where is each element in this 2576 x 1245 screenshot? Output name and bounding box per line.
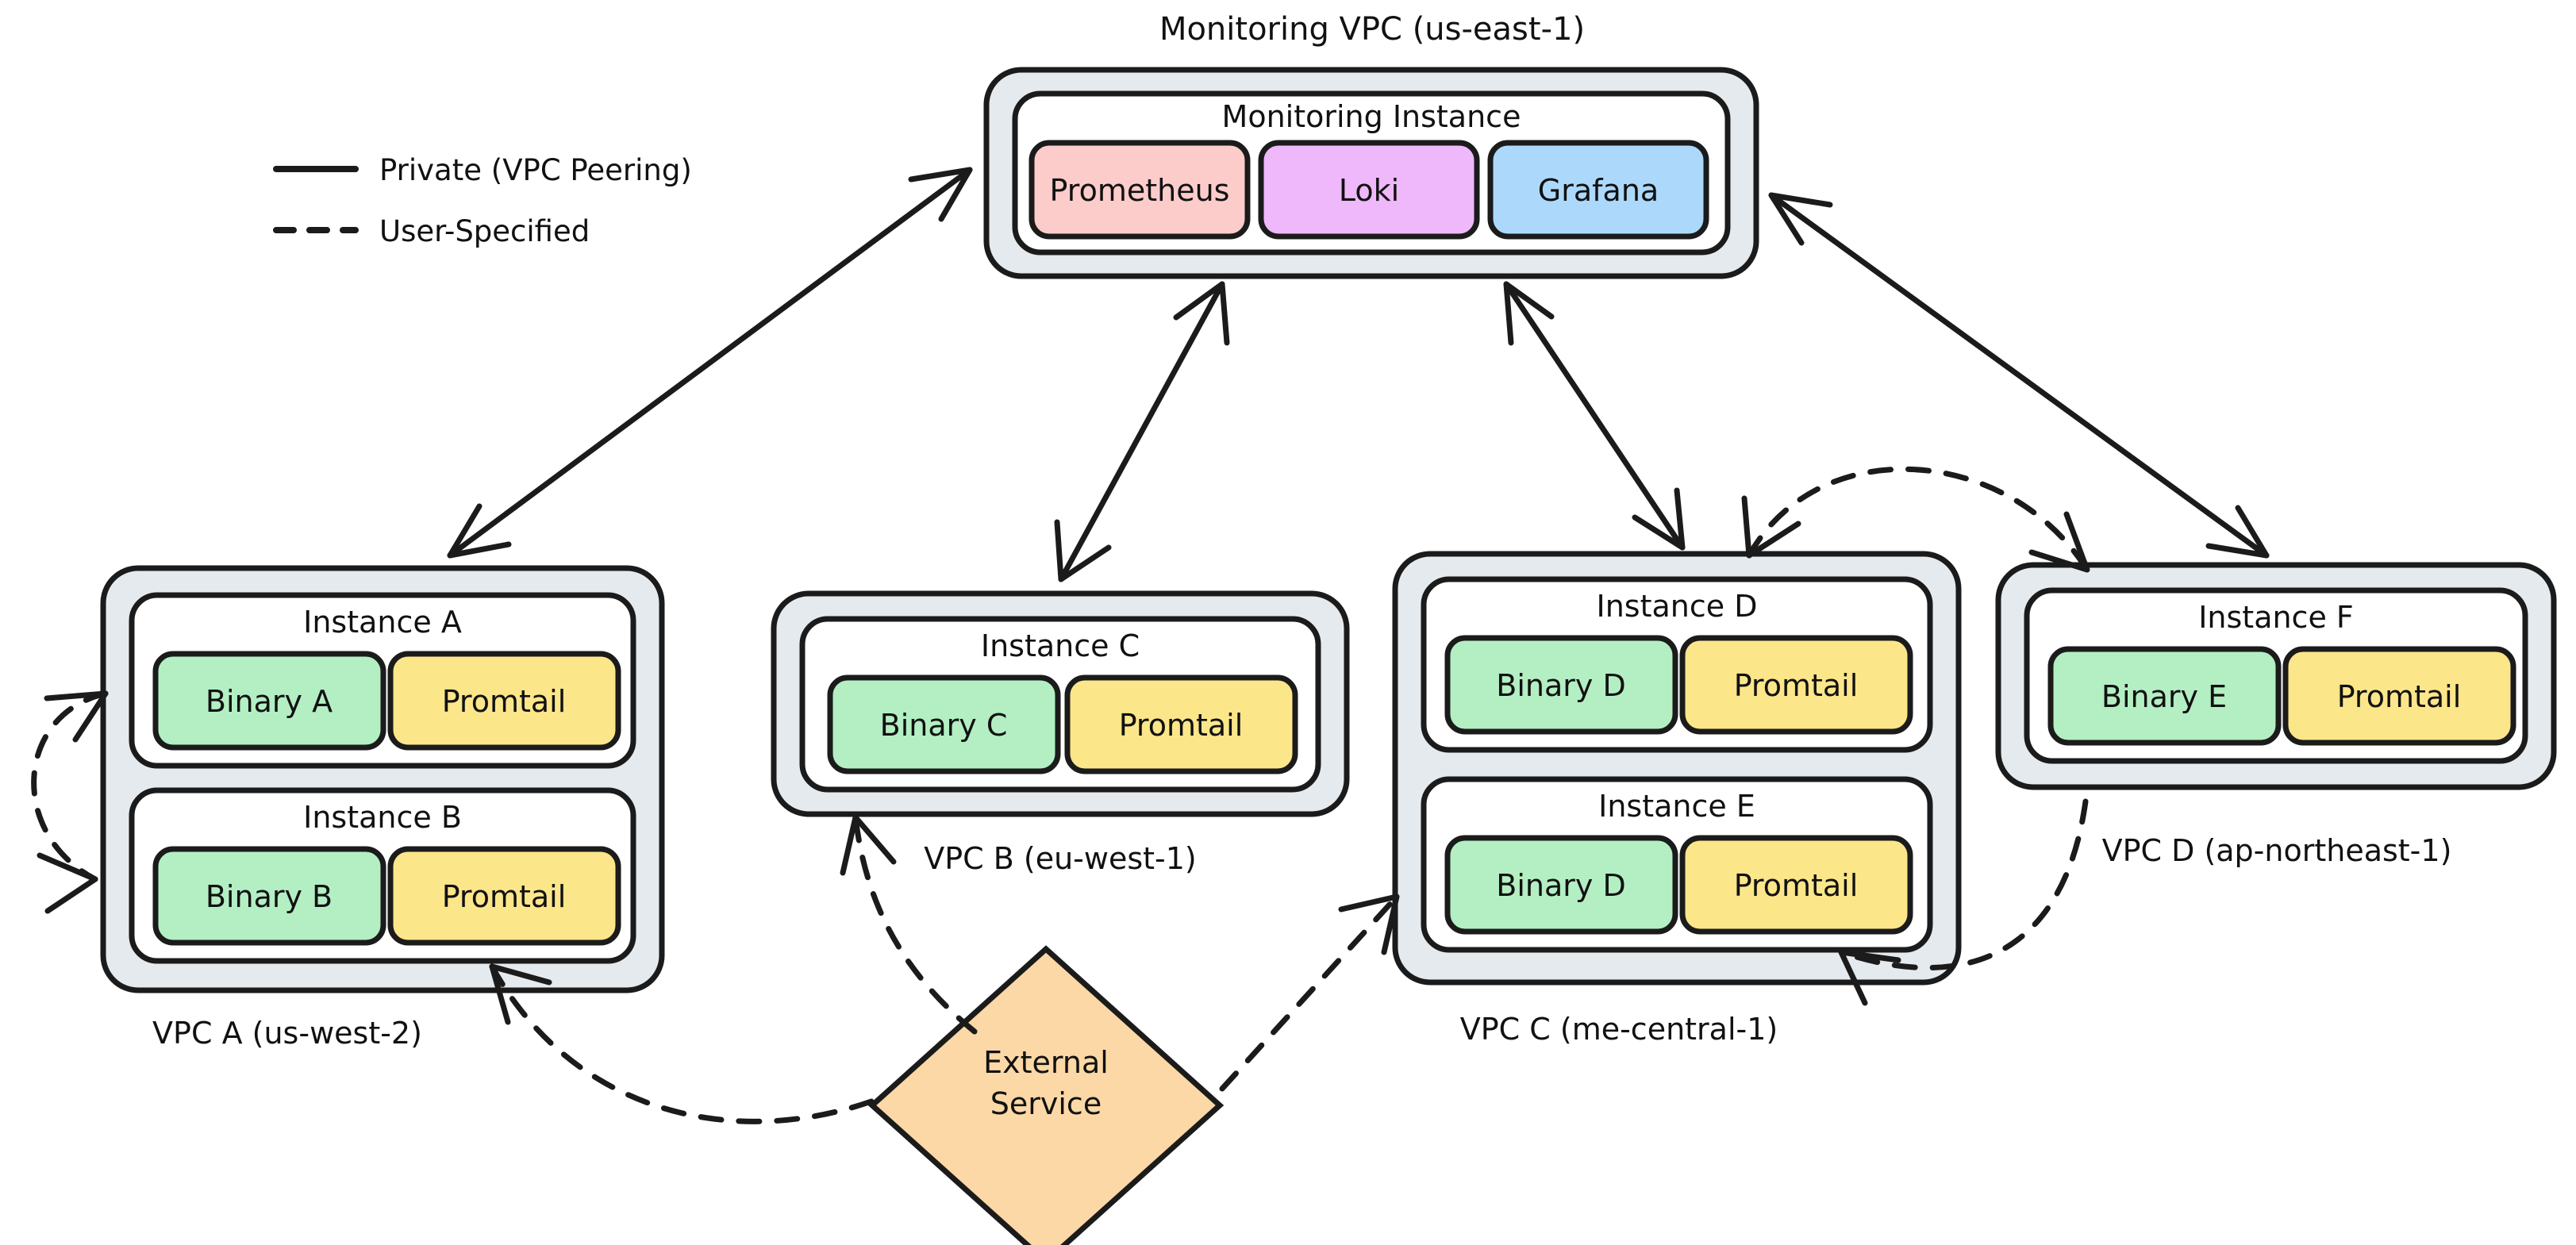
binary-e-box[interactable]: [2047, 646, 2282, 746]
vpc-b-caption: VPC B (eu-west-1): [924, 841, 1197, 876]
edge-vpc-c-vpc-d-top: [1741, 466, 2090, 573]
grafana-label: Grafana: [1538, 173, 1659, 208]
binary-a-box[interactable]: [152, 651, 386, 751]
external-service-label-line2: Service: [990, 1086, 1102, 1121]
edge-external-to-vpc-a: [489, 963, 875, 1124]
loki-box[interactable]: [1258, 140, 1480, 240]
legend: Private (VPC Peering) User-Specified: [273, 153, 692, 248]
binary-c-box[interactable]: [827, 674, 1061, 774]
edge-vpc-d-monitoring: [1768, 192, 2270, 559]
instance-e-promtail-box[interactable]: [1679, 835, 1913, 935]
instance-d-promtail-box[interactable]: [1679, 635, 1913, 735]
edge-instance-a-instance-b: [31, 690, 109, 914]
external-service-node[interactable]: External Service: [867, 945, 1225, 1245]
legend-label-private: Private (VPC Peering): [379, 153, 692, 187]
edge-vpc-a-monitoring: [447, 167, 973, 559]
instance-e-binary-label: Binary D: [1496, 868, 1625, 903]
vpc-c-group[interactable]: Instance D Binary D Promtail Instance E …: [1392, 551, 1962, 1047]
binary-c-label: Binary C: [880, 708, 1008, 743]
instance-a-title: Instance A: [303, 605, 462, 640]
instance-c-title: Instance C: [981, 628, 1140, 663]
legend-label-user-specified: User-Specified: [379, 214, 590, 248]
instance-f-promtail-label: Promtail: [2337, 679, 2462, 714]
loki-label: Loki: [1339, 173, 1399, 208]
binary-a-label: Binary A: [206, 684, 333, 719]
edge-external-to-vpc-b: [840, 814, 978, 1035]
instance-c-promtail-label: Promtail: [1119, 708, 1244, 743]
vpc-b-group[interactable]: Instance C Binary C Promtail VPC B (eu-w…: [771, 590, 1350, 876]
prometheus-label: Prometheus: [1050, 173, 1230, 208]
vpc-c-caption: VPC C (me-central-1): [1460, 1012, 1778, 1047]
instance-b-title: Instance B: [303, 800, 462, 835]
instance-a-promtail-label: Promtail: [442, 684, 567, 719]
external-service-label-line1: External: [983, 1045, 1109, 1080]
instance-e-title: Instance E: [1598, 789, 1755, 824]
instance-c-promtail-box[interactable]: [1064, 674, 1298, 774]
vpc-a-caption: VPC A (us-west-2): [152, 1016, 422, 1051]
binary-d-label: Binary D: [1496, 668, 1625, 703]
binary-b-box[interactable]: [152, 846, 386, 946]
edge-external-to-vpc-c: [1219, 893, 1400, 1092]
monitoring-vpc-group[interactable]: Monitoring VPC (us-east-1) Monitoring In…: [983, 11, 1759, 279]
binary-b-label: Binary B: [206, 879, 333, 914]
instance-f-promtail-box[interactable]: [2282, 646, 2516, 746]
monitoring-vpc-caption: Monitoring VPC (us-east-1): [1159, 11, 1585, 48]
instance-a-promtail-box[interactable]: [387, 651, 621, 751]
instance-e-promtail-label: Promtail: [1734, 868, 1859, 903]
binary-e-label: Binary E: [2101, 679, 2227, 714]
vpc-d-group[interactable]: Instance F Binary E Promtail VPC D (ap-n…: [1995, 562, 2557, 868]
instance-d-title: Instance D: [1597, 589, 1758, 624]
external-service-diamond[interactable]: [867, 945, 1225, 1245]
instance-e-binary-box[interactable]: [1444, 835, 1678, 935]
monitoring-instance-title: Monitoring Instance: [1222, 99, 1521, 134]
edge-vpc-b-monitoring: [1054, 281, 1230, 582]
instance-f-title: Instance F: [2198, 600, 2354, 635]
instance-d-promtail-label: Promtail: [1734, 668, 1859, 703]
instance-b-promtail-label: Promtail: [442, 879, 567, 914]
vpc-a-group[interactable]: Instance A Binary A Promtail Instance B …: [100, 565, 665, 1051]
edge-vpc-d-vpc-c-bottom: [1838, 798, 2089, 1006]
edge-vpc-c-monitoring: [1503, 281, 1686, 551]
instance-b-promtail-box[interactable]: [387, 846, 621, 946]
binary-d-box[interactable]: [1444, 635, 1678, 735]
grafana-box[interactable]: [1487, 140, 1709, 240]
vpc-d-caption: VPC D (ap-northeast-1): [2102, 833, 2452, 868]
prometheus-box[interactable]: [1028, 140, 1251, 240]
